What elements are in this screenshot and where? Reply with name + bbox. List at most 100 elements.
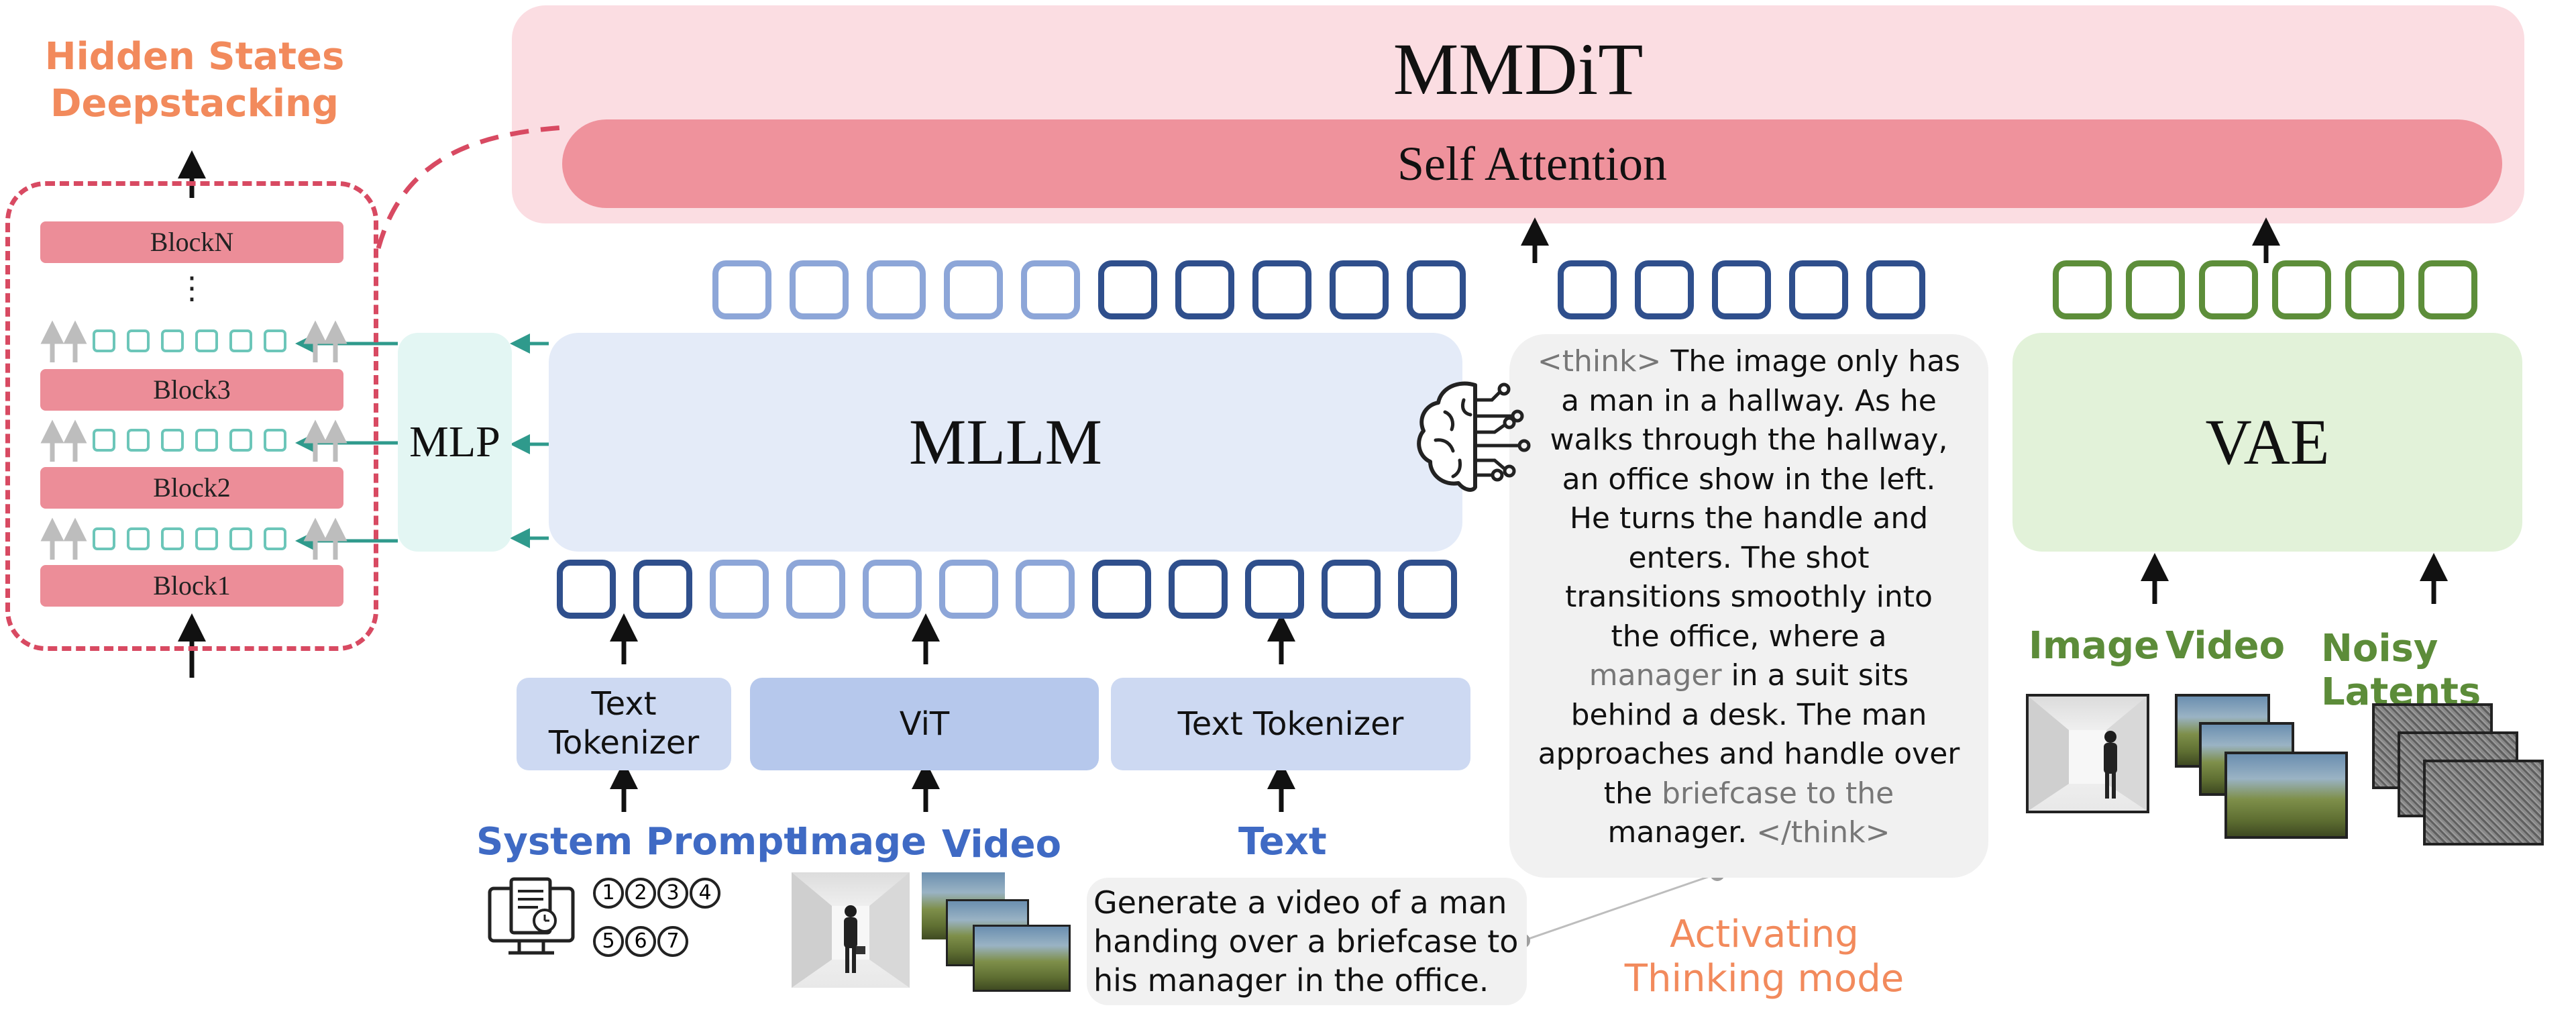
deepstacking-title: Hidden States Deepstacking <box>20 34 369 127</box>
token-light <box>790 260 849 319</box>
think-line-1: <think> The image only has <box>1523 342 1975 382</box>
mini-token <box>264 429 286 452</box>
token-dark <box>1635 260 1694 319</box>
block-1: Block1 <box>40 565 343 607</box>
token-dark <box>1789 260 1848 319</box>
mmdit-title: MMDiT <box>1393 28 1644 110</box>
document-screen-icon <box>488 877 575 955</box>
activating-line-2: Thinking mode <box>1624 957 1904 1001</box>
think-manager-highlight: manager <box>1589 658 1722 693</box>
token-green <box>2418 260 2477 319</box>
think-line-11: approaches and handle over <box>1538 737 1960 771</box>
deepstacking-dashed-box <box>5 181 378 651</box>
numbered-circles-row1: 1 2 3 4 <box>593 878 720 909</box>
mini-token <box>127 527 150 550</box>
prompt-line-1: Generate a video of a man <box>1093 884 1507 921</box>
number-circle: 4 <box>690 878 720 909</box>
token-dark <box>1092 560 1151 619</box>
token-light <box>1021 260 1080 319</box>
vae-video-label: Video <box>2165 624 2286 668</box>
think-close-tag: </think> <box>1756 815 1890 850</box>
noisy-latent-3 <box>2423 760 2544 846</box>
vae-image-label: Image <box>2029 624 2160 668</box>
block-2: Block2 <box>40 467 343 509</box>
prompt-line-3: his manager in the office. <box>1093 962 1489 999</box>
number-circle: 1 <box>593 878 624 909</box>
mlp-block: MLP <box>398 333 512 552</box>
prompt-text: Generate a video of a man handing over a… <box>1093 883 1523 1000</box>
deepstacking-title-line2: Deepstacking <box>50 82 339 125</box>
think-line-12: the briefcase to the <box>1523 774 1975 814</box>
think-line-12-prefix: the <box>1603 776 1662 811</box>
token-dark <box>1098 260 1157 319</box>
mini-token <box>93 429 115 452</box>
token-dark <box>1322 560 1381 619</box>
token-dark <box>1712 260 1771 319</box>
number-circle: 5 <box>593 926 624 957</box>
man-in-hallway-icon <box>2029 697 2147 811</box>
token-dark <box>1175 260 1234 319</box>
brain-circuit-icon <box>1417 381 1531 492</box>
mini-token <box>161 329 184 352</box>
prompt-line-2: handing over a briefcase to <box>1093 923 1519 960</box>
prompt-bubble <box>1087 878 1527 1005</box>
text-input-label: Text <box>1238 820 1327 864</box>
token-light <box>712 260 771 319</box>
token-green <box>2126 260 2185 319</box>
vae-output-tokens <box>2053 260 2477 319</box>
token-dark <box>1169 560 1228 619</box>
think-line-9-text: in a suit sits <box>1721 658 1909 693</box>
think-output-tokens <box>1558 260 1925 319</box>
mini-token <box>264 329 286 352</box>
think-line-7: transitions smoothly into <box>1565 580 1933 614</box>
vae-image-thumbnail <box>2026 694 2149 813</box>
mini-token <box>264 527 286 550</box>
think-line-8: the office, where a <box>1611 619 1887 654</box>
thinking-text: <think> The image only has a man in a ha… <box>1523 342 1975 853</box>
input-image-thumbnail <box>792 872 910 988</box>
mllm-input-tokens <box>557 560 1457 619</box>
activating-line-1: Activating <box>1670 913 1859 956</box>
think-line-2: a man in a hallway. As he <box>1561 383 1937 418</box>
mini-token-row-3 <box>93 329 286 352</box>
token-dark <box>557 560 616 619</box>
block-3: Block3 <box>40 369 343 411</box>
number-circle: 2 <box>625 878 656 909</box>
mini-token <box>161 527 184 550</box>
number-circle: 6 <box>625 926 656 957</box>
mini-token <box>161 429 184 452</box>
mllm-output-tokens <box>712 260 1466 319</box>
thinking-bubble <box>1509 334 1988 878</box>
prompt-think-link <box>1522 872 1718 942</box>
deepstacking-title-line1: Hidden States <box>44 35 345 79</box>
think-line-6: enters. The shot <box>1628 540 1870 575</box>
numbered-circles-row2: 5 6 7 <box>593 926 688 957</box>
mini-token-row-1 <box>93 527 286 550</box>
token-green <box>2345 260 2404 319</box>
think-line-4: an office show in the left. <box>1562 462 1936 497</box>
mini-token <box>93 527 115 550</box>
block-ellipsis: ⋮ <box>176 271 207 305</box>
mini-token <box>127 429 150 452</box>
vae-video-frame-3 <box>2224 752 2348 839</box>
mini-token <box>229 527 252 550</box>
system-prompt-label: System Prompt <box>476 820 802 864</box>
vit-box: ViT <box>750 678 1099 770</box>
video-frame-3 <box>973 925 1071 992</box>
token-dark <box>1398 560 1457 619</box>
self-attention-block: Self Attention <box>562 119 2502 208</box>
block-n: BlockN <box>40 221 343 263</box>
think-line-13: manager. </think> <box>1523 813 1975 853</box>
token-dark <box>1866 260 1925 319</box>
system-tokenizer-box: Text Tokenizer <box>517 678 731 770</box>
token-light <box>1016 560 1075 619</box>
man-in-hallway-icon <box>792 872 910 988</box>
token-dark <box>1330 260 1389 319</box>
token-light <box>939 560 998 619</box>
think-line-5: He turns the handle and <box>1569 501 1929 535</box>
think-open-tag: <think> <box>1537 344 1662 378</box>
system-tokenizer-label: Text Tokenizer <box>548 685 700 762</box>
text-tokenizer-box: Text Tokenizer <box>1111 678 1470 770</box>
think-line-13-text: manager. <box>1607 815 1748 850</box>
